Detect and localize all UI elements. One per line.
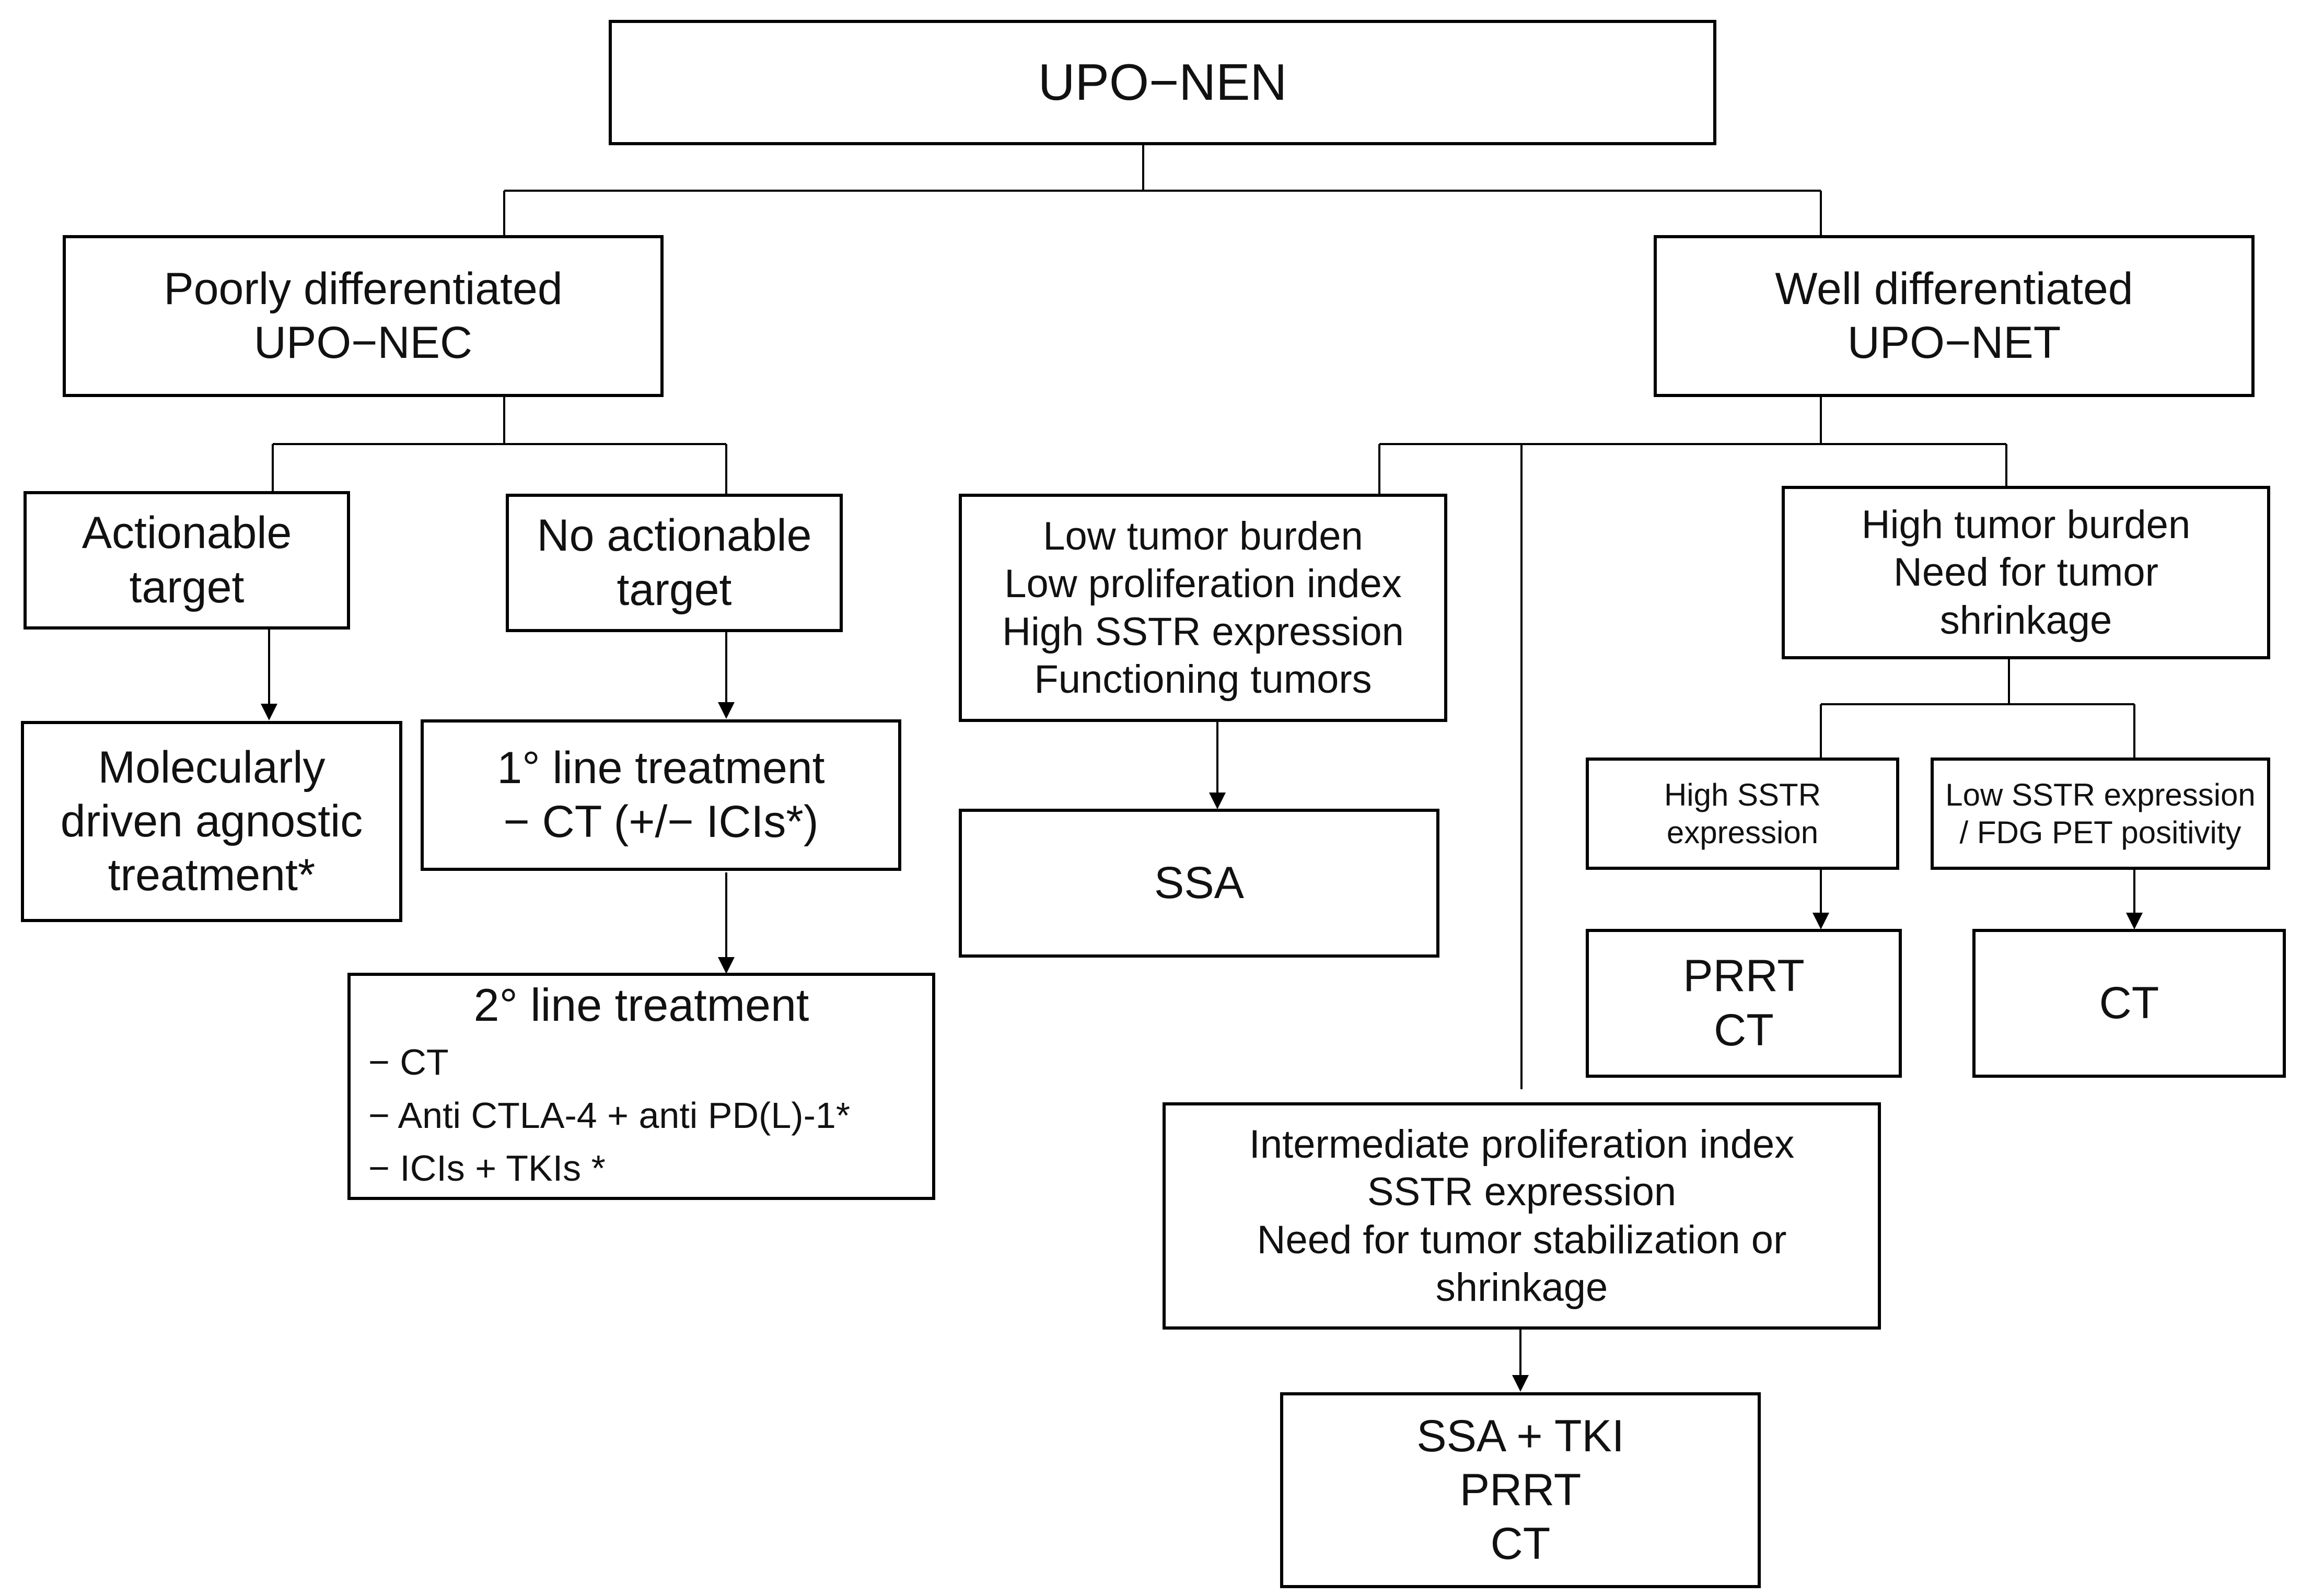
intermediate-line-3: Need for tumor stabilization or xyxy=(1257,1217,1787,1262)
second-line-option-ct: − CT xyxy=(368,1042,449,1083)
well-differentiated-box: Well differentiated UPO−NET xyxy=(1654,235,2255,397)
combo-ct-label: CT xyxy=(1490,1519,1551,1569)
intermediate-line-2: SSTR expression xyxy=(1367,1170,1677,1215)
ssa-tki-prrt-ct-box: SSA + TKI PRRT CT xyxy=(1280,1392,1761,1588)
combo-prrt-label: PRRT xyxy=(1459,1464,1582,1515)
no-actionable-target-line-1: No actionable xyxy=(537,510,812,561)
second-line-option-ici-tki: − ICIs + TKIs * xyxy=(368,1148,606,1189)
molecular-line-1: Molecularly xyxy=(98,742,326,793)
second-line-heading: 2° line treatment xyxy=(473,979,809,1031)
upo-nen-box: UPO−NEN xyxy=(609,20,1716,145)
first-line-ct-ici: − CT (+/− ICIs*) xyxy=(503,797,819,847)
poorly-differentiated-box: Poorly differentiated UPO−NEC xyxy=(63,235,664,397)
high-burden-line-3: shrinkage xyxy=(1939,598,2112,643)
second-line-treatment-box: 2° line treatment − CT − Anti CTLA-4 + a… xyxy=(347,973,935,1200)
ct-only-label: CT xyxy=(2099,977,2159,1028)
low-sstr-line-1: Low SSTR expression xyxy=(1945,777,2256,812)
ssa-tki-label: SSA + TKI xyxy=(1416,1411,1624,1461)
upo-net-label: UPO−NET xyxy=(1847,318,2061,368)
intermediate-line-1: Intermediate proliferation index xyxy=(1249,1122,1795,1167)
second-line-option-anti-ctla4: − Anti CTLA-4 + anti PD(L)-1* xyxy=(368,1094,851,1136)
upo-nen-label: UPO−NEN xyxy=(1038,53,1287,111)
high-sstr-line-1: High SSTR xyxy=(1664,777,1821,812)
high-sstr-box: High SSTR expression xyxy=(1586,758,1899,870)
low-burden-line-3: High SSTR expression xyxy=(1002,609,1404,654)
first-line-heading: 1° line treatment xyxy=(497,742,825,793)
molecularly-driven-treatment-box: Molecularly driven agnostic treatment* xyxy=(21,721,402,922)
upo-nec-label: UPO−NEC xyxy=(253,318,473,368)
intermediate-line-4: shrinkage xyxy=(1435,1265,1608,1310)
prrt-ct-box: PRRT CT xyxy=(1586,929,1902,1078)
first-line-treatment-box: 1° line treatment − CT (+/− ICIs*) xyxy=(421,719,901,871)
high-burden-line-1: High tumor burden xyxy=(1861,503,2191,547)
prrt-label: PRRT xyxy=(1683,951,1805,1001)
well-differentiated-label: Well differentiated xyxy=(1775,263,2133,314)
high-sstr-line-2: expression xyxy=(1666,814,1819,850)
ct-label: CT xyxy=(1714,1005,1774,1055)
ssa-box: SSA xyxy=(959,809,1439,958)
molecular-line-2: driven agnostic xyxy=(60,796,363,846)
low-tumor-burden-box: Low tumor burden Low proliferation index… xyxy=(959,494,1447,722)
low-sstr-line-2: / FDG PET positivity xyxy=(1959,814,2241,850)
low-burden-line-4: Functioning tumors xyxy=(1034,657,1372,702)
low-sstr-box: Low SSTR expression / FDG PET positivity xyxy=(1931,758,2270,870)
ct-box: CT xyxy=(1972,929,2286,1078)
actionable-target-line-1: Actionable xyxy=(82,508,292,558)
actionable-target-box: Actionable target xyxy=(24,491,350,630)
poorly-differentiated-label: Poorly differentiated xyxy=(164,263,563,314)
high-burden-line-2: Need for tumor xyxy=(1893,550,2158,595)
high-tumor-burden-box: High tumor burden Need for tumor shrinka… xyxy=(1782,486,2270,659)
intermediate-proliferation-box: Intermediate proliferation index SSTR ex… xyxy=(1163,1102,1881,1330)
no-actionable-target-line-2: target xyxy=(617,564,732,615)
molecular-line-3: treatment* xyxy=(108,850,316,901)
second-line-options: − CT − Anti CTLA-4 + anti PD(L)-1* − ICI… xyxy=(368,1036,850,1195)
no-actionable-target-box: No actionable target xyxy=(506,494,843,632)
ssa-label: SSA xyxy=(1154,857,1245,908)
low-burden-line-2: Low proliferation index xyxy=(1004,562,1402,607)
low-burden-line-1: Low tumor burden xyxy=(1043,514,1363,559)
actionable-target-line-2: target xyxy=(129,562,245,612)
